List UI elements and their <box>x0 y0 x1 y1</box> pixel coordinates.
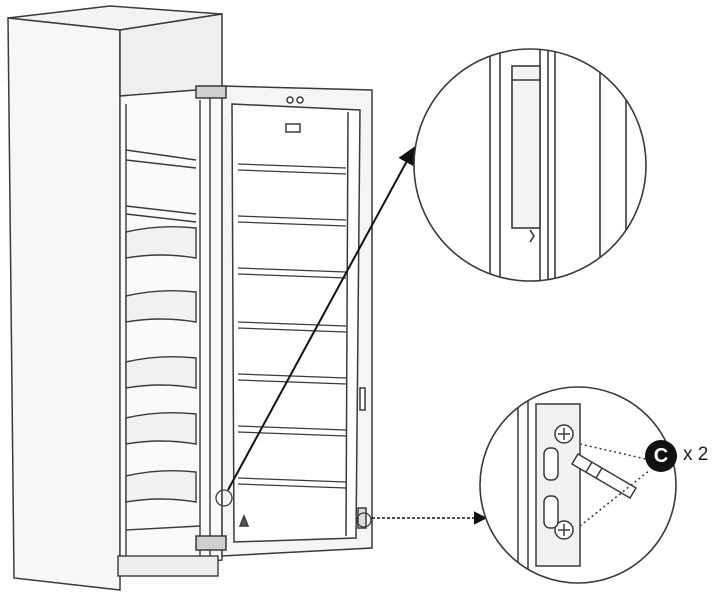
door-shelf <box>237 477 347 489</box>
door-shelf <box>237 373 347 385</box>
top-hinge <box>195 85 227 99</box>
pointer-arrow-top <box>227 146 415 491</box>
screw <box>554 424 574 444</box>
door-shelf <box>237 163 347 175</box>
door-side-hinge <box>359 387 366 411</box>
screwdriver <box>570 452 638 500</box>
drawer <box>125 289 197 323</box>
door <box>195 85 373 557</box>
interior-shelf <box>125 149 197 169</box>
zoom-detail-bottom <box>479 386 677 584</box>
drawer <box>125 355 197 389</box>
hinge-bracket <box>511 65 541 229</box>
appliance-interior <box>117 87 223 577</box>
bottom-hinge <box>195 535 227 551</box>
drawer <box>125 411 197 445</box>
part-quantity: x 2 <box>683 444 709 465</box>
cabinet-side <box>7 17 121 591</box>
door-bottom-latch <box>238 513 250 527</box>
door-top-latch <box>285 123 301 133</box>
cabinet <box>7 5 223 591</box>
door-shelf <box>237 321 347 333</box>
door-lower-fixing <box>357 507 367 529</box>
screw <box>554 520 574 540</box>
drawer <box>125 225 197 259</box>
part-badge: C <box>645 440 677 472</box>
door-shelf <box>237 425 347 437</box>
part-callout: C x 2 <box>645 440 715 474</box>
drawer-stack <box>125 225 197 503</box>
door-shelves <box>237 163 347 489</box>
drawer <box>125 469 197 503</box>
door-shelf <box>237 267 347 279</box>
door-shelf <box>237 215 347 227</box>
interior-shelf <box>125 205 197 223</box>
zoom-detail-top <box>413 48 647 282</box>
detail-marker-top <box>215 489 233 507</box>
detail-marker-bottom <box>356 512 372 528</box>
